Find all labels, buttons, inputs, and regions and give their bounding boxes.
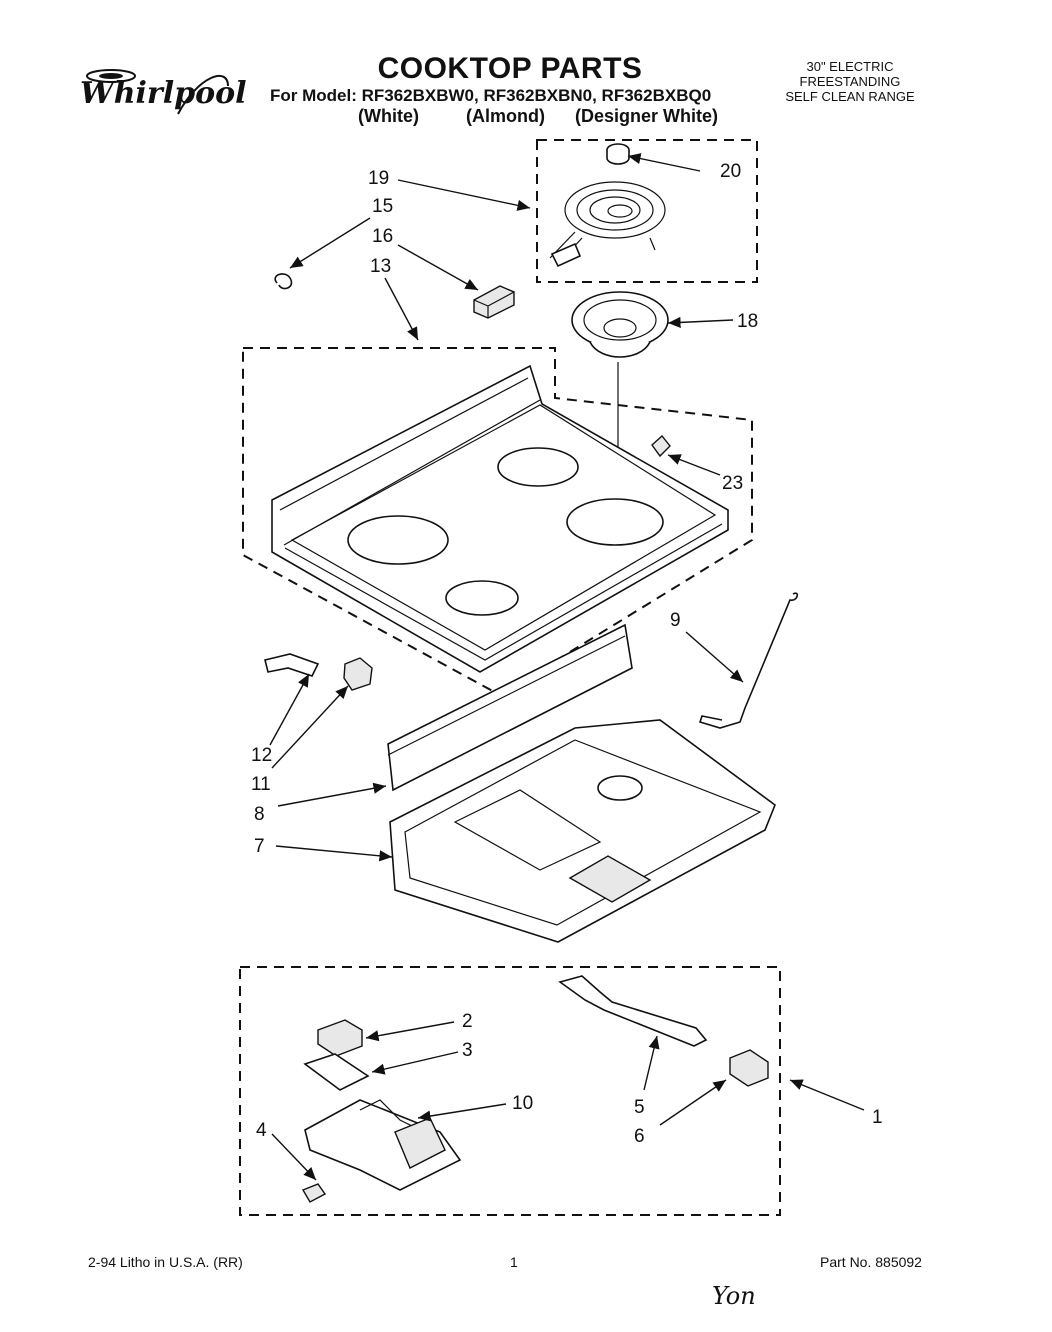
callout-19: 19: [368, 168, 390, 189]
footer-page-number: 1: [510, 1254, 518, 1270]
leader-23: [667, 454, 721, 476]
footer-part-number: Part No. 885092: [820, 1254, 922, 1270]
whirlpool-swirl-icon: [86, 69, 229, 115]
part-10-bracket-assembly: [304, 1099, 462, 1191]
leader-9: [685, 631, 744, 683]
callout-16: 16: [372, 226, 394, 247]
callout-18: 18: [737, 311, 759, 332]
leader-16: [397, 244, 479, 291]
color-designer-white: (Designer White): [575, 106, 719, 126]
cooktop-group-box: [242, 347, 753, 697]
part-8-front-panel: [387, 623, 633, 792]
leader-18: [667, 316, 734, 329]
callout-3: 3: [462, 1040, 473, 1061]
callout-23: 23: [722, 473, 744, 494]
model-line: For Model: RF362BXBW0, RF362BXBN0, RF362…: [270, 86, 712, 105]
callout-13: 13: [370, 256, 392, 277]
part-12-terminal: [264, 653, 320, 677]
part-7-burner-box: [389, 719, 776, 943]
spec-line-3: SELF CLEAN RANGE: [785, 89, 915, 104]
part-9-rod: [698, 592, 799, 729]
callout-4: 4: [256, 1120, 267, 1141]
callout-5: 5: [634, 1097, 645, 1118]
leader-8: [277, 782, 387, 807]
leader-6: [659, 1079, 727, 1126]
leader-12: [269, 673, 310, 746]
part-18-drip-bowl: [571, 291, 669, 358]
leader-1: [789, 1079, 865, 1111]
spec-line-1: 30" ELECTRIC: [806, 59, 894, 74]
leader-4: [271, 1133, 317, 1181]
callout-20: 20: [720, 161, 742, 182]
leader-11: [271, 685, 349, 769]
part-11-spacer: [343, 657, 373, 691]
part-19-surface-element: [549, 181, 666, 268]
part-15-clip: [274, 273, 293, 290]
callout-1: 1: [872, 1107, 883, 1128]
handwritten-mark: Yon: [712, 1282, 756, 1310]
part-20-cap: [606, 143, 630, 165]
leader-5: [643, 1035, 660, 1091]
element-group-box: [536, 139, 758, 283]
part-4-clip: [301, 1183, 327, 1203]
color-almond: (Almond): [466, 106, 545, 126]
part-3-insulator: [303, 1053, 370, 1091]
callout-8: 8: [254, 804, 265, 825]
brand-name: Whirlpool: [80, 76, 247, 111]
leader-20: [627, 153, 701, 172]
part-5-strap: [558, 975, 708, 1047]
callout-2: 2: [462, 1011, 473, 1032]
leader-10: [417, 1103, 507, 1122]
leader-19: [397, 179, 531, 211]
leader-7: [275, 845, 393, 862]
part-23-bracket: [651, 434, 671, 458]
leader-15: [289, 217, 371, 269]
callout-11: 11: [251, 774, 271, 795]
callout-9: 9: [670, 610, 681, 631]
part-2-switch: [317, 1019, 363, 1057]
callout-7: 7: [254, 836, 265, 857]
spec-line-2: FREESTANDING: [799, 74, 901, 89]
callout-10: 10: [512, 1093, 534, 1114]
leader-2: [365, 1021, 455, 1042]
leader-13: [384, 277, 419, 341]
brand-logo: [78, 66, 238, 126]
part-13-cooktop: [271, 364, 729, 673]
part-16-terminal-block: [473, 285, 515, 319]
lower-group-box: [239, 966, 781, 1216]
callout-15: 15: [372, 196, 394, 217]
callout-6: 6: [634, 1126, 645, 1147]
part-6-block: [729, 1049, 769, 1087]
leader-3: [371, 1051, 459, 1075]
color-white: (White): [358, 106, 419, 126]
footer-litho: 2-94 Litho in U.S.A. (RR): [88, 1254, 243, 1270]
callout-12: 12: [251, 745, 273, 766]
page-title: COOKTOP PARTS: [377, 52, 643, 85]
